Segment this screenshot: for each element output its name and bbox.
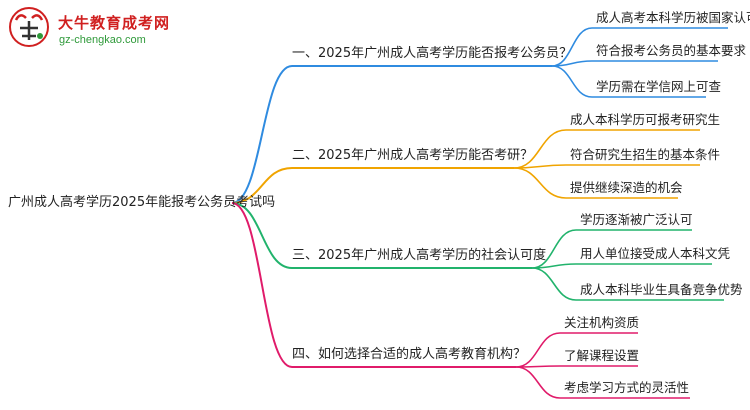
connector-branch-3: [231, 202, 532, 269]
connector-branch-1: [231, 65, 552, 204]
connector-leaf-1-3: [551, 65, 706, 98]
connector-leaf-4-1: [515, 332, 638, 368]
connector-leaf-3-1: [531, 229, 692, 269]
connector-leaf-3-2: [531, 263, 712, 269]
logo-url: gz-chengkao.com: [59, 34, 146, 46]
connector-leaf-2-1: [513, 129, 700, 169]
leaf-3-3: 成人本科毕业生具备竞争优势: [580, 282, 743, 297]
leaf-2-1: 成人本科学历可报考研究生: [570, 112, 721, 127]
connector-leaf-3-3: [531, 267, 724, 301]
connector-leaf-2-3: [513, 167, 678, 199]
branch-3-label: 三、2025年广州成人高考学历的社会认可度: [292, 248, 547, 263]
leaf-2-2: 符合研究生招生的基本条件: [570, 147, 721, 162]
leaf-3-1: 学历逐渐被广泛认可: [580, 212, 693, 227]
connector-branch-4: [231, 202, 516, 368]
connector-branch-2: [231, 167, 514, 204]
bull-logo-icon: [9, 7, 49, 47]
branch-1-label: 一、2025年广州成人高考学历能否报考公务员？: [292, 46, 573, 61]
logo-title: 大牛教育成考网: [58, 14, 171, 32]
site-logo[interactable]: 大牛教育成考网 gz-chengkao.com: [8, 6, 208, 54]
leaf-1-3: 学历需在学信网上可查: [596, 79, 722, 94]
connector-leaf-4-3: [515, 366, 690, 399]
connector-leaf-4-2: [515, 365, 638, 368]
branch-2-label: 二、2025年广州成人高考学历能否考研？: [292, 148, 534, 163]
leaf-4-1: 关注机构资质: [564, 315, 640, 330]
branch-4-label: 四、如何选择合适的成人高考教育机构？: [292, 347, 527, 362]
leaf-2-3: 提供继续深造的机会: [570, 180, 683, 195]
leaf-4-3: 考虑学习方式的灵活性: [564, 380, 690, 395]
leaf-1-2: 符合报考公务员的基本要求: [596, 43, 747, 58]
root-node: 广州成人高考学历2025年能报考公务员考试吗: [8, 195, 276, 210]
connector-leaf-1-2: [551, 60, 718, 67]
leaf-4-2: 了解课程设置: [564, 348, 640, 363]
leaf-1-1: 成人高考本科学历被国家认可: [596, 10, 750, 25]
leaf-3-2: 用人单位接受成人本科文凭: [580, 246, 731, 261]
connector-leaf-1-1: [551, 27, 728, 67]
connector-leaf-2-2: [513, 164, 700, 169]
